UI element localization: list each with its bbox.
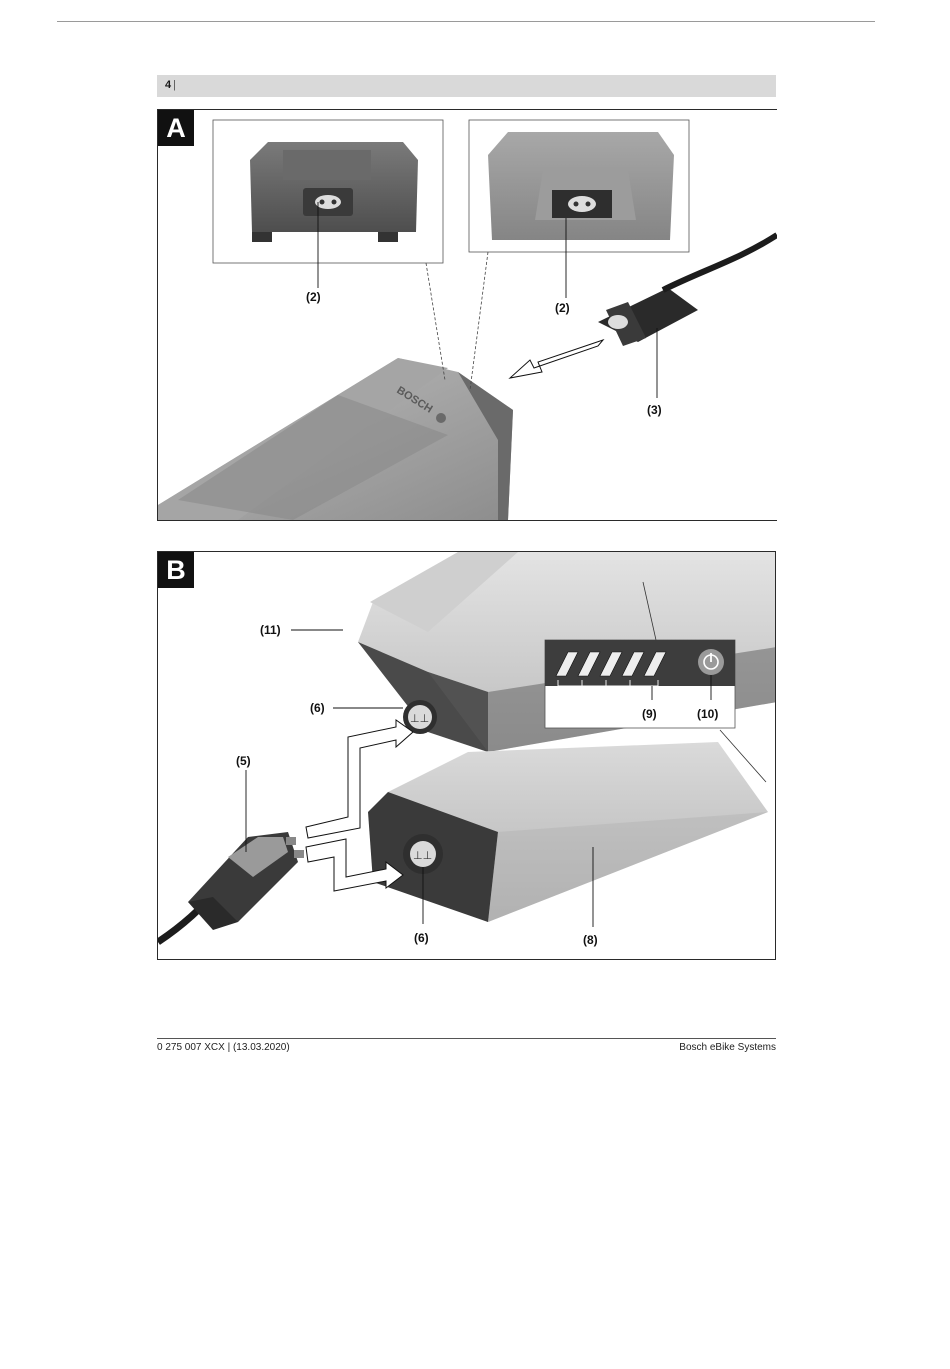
callout-charger-socket-left: (2) [306,290,321,304]
callout-charger-plug: (5) [236,754,251,768]
figure-a-letter: A [158,110,194,146]
battery-lower: ⊥⊥ [368,742,768,922]
figure-b: B ⊥⊥ ⊥⊥ [157,551,776,960]
figure-a-illustration: BOSCH (2) (2) (3) [158,110,777,520]
page-number: 4| [165,79,176,91]
top-rule [57,21,875,22]
power-icon [698,649,724,675]
callout-charging-socket-top: (6) [310,701,325,715]
svg-text:⊥⊥: ⊥⊥ [413,850,432,862]
footer-rule [157,1038,776,1039]
charger-back-view-left [250,142,418,242]
insertion-arrow [510,340,603,378]
callout-power-cable: (3) [647,403,662,417]
callout-battery-top: (11) [260,623,281,637]
footer-company: Bosch eBike Systems [679,1042,776,1053]
callout-charging-socket-bottom: (6) [414,931,429,945]
charger-plug [158,832,304,942]
callout-charger-socket-right: (2) [555,301,570,315]
figure-b-letter: B [158,552,194,588]
callout-on-off-button: (10) [697,707,718,721]
figure-b-illustration: ⊥⊥ ⊥⊥ [158,552,776,960]
footer-doc-id: 0 275 007 XCX | (13.03.2020) [157,1042,290,1053]
callout-battery-bottom: (8) [583,933,598,947]
page-header-bar: 4| [157,75,776,97]
battery-pack-a: BOSCH [158,358,513,520]
charger-back-view-right [488,132,674,240]
figure-a: A [157,109,777,521]
callout-charge-indicator: (9) [642,707,657,721]
svg-text:⊥⊥: ⊥⊥ [410,713,429,725]
